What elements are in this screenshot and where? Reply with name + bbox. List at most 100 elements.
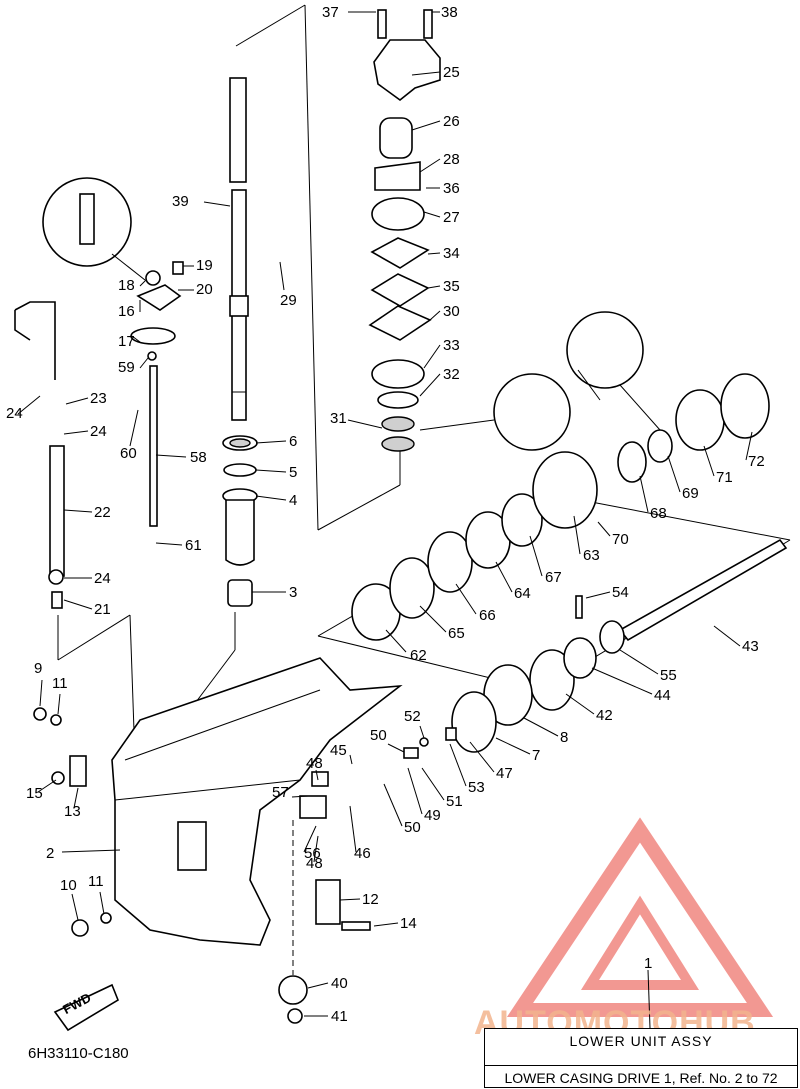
leader-line — [37, 779, 57, 793]
leader-line — [745, 431, 753, 461]
leader-line — [429, 310, 441, 321]
leader-line — [421, 767, 445, 801]
part-number-label: 47 — [496, 765, 513, 782]
part-number-label: 30 — [443, 303, 460, 320]
part-number-label: 11 — [88, 873, 104, 890]
leader-line — [155, 542, 183, 546]
part-number-label: 43 — [742, 638, 759, 655]
part-number-label: 16 — [118, 303, 135, 320]
part-number-label: 24 — [6, 405, 23, 422]
leader-line — [419, 725, 425, 739]
leader-line — [63, 599, 93, 610]
part-number-label: 65 — [448, 625, 465, 642]
leader-line — [131, 335, 141, 343]
part-number-label: 45 — [330, 742, 347, 759]
lower-casing — [111, 657, 403, 946]
part-number-label: 21 — [94, 601, 111, 618]
part-number-label: 27 — [443, 209, 460, 226]
part-number-label: 5 — [289, 464, 297, 481]
part-number-label: 3 — [289, 584, 297, 601]
leader-line — [99, 891, 105, 915]
part-number-label: 46 — [354, 845, 371, 862]
title-ref-number: 1 — [644, 955, 652, 972]
propeller-shaft-assembly — [351, 311, 788, 753]
part-number-label: 2 — [46, 845, 54, 862]
leader-line — [529, 535, 543, 577]
part-number-label: 55 — [660, 667, 677, 684]
left-parts — [14, 177, 184, 609]
leader-line — [455, 583, 477, 615]
part-number-label: 22 — [94, 504, 111, 521]
part-number-label: 31 — [330, 410, 347, 427]
leader-line — [573, 515, 581, 555]
diagram-code: 6H33110-C180 — [28, 1045, 129, 1062]
part-number-label: 51 — [446, 793, 463, 810]
leader-line — [347, 419, 383, 429]
leader-line — [407, 767, 423, 815]
part-number-label: 53 — [468, 779, 485, 796]
part-number-label: 60 — [120, 445, 137, 462]
part-number-label: 19 — [196, 257, 213, 274]
part-number-label: 64 — [514, 585, 531, 602]
leader-line — [383, 783, 403, 827]
part-number-label: 15 — [26, 785, 43, 802]
part-number-label: 72 — [748, 453, 765, 470]
leader-line — [349, 754, 353, 765]
leader-line — [139, 357, 149, 369]
leader-line — [449, 743, 467, 787]
part-number-label: 7 — [532, 747, 540, 764]
part-number-label: 11 — [52, 675, 68, 692]
leader-line — [703, 445, 715, 477]
leader-line — [667, 455, 681, 493]
leader-line — [313, 835, 319, 863]
part-number-label: 42 — [596, 707, 613, 724]
leader-line — [255, 469, 287, 473]
leader-line — [39, 679, 43, 707]
part-number-label: 35 — [443, 278, 460, 295]
leader-line — [307, 982, 329, 989]
leader-line — [419, 158, 441, 173]
part-number-label: 4 — [289, 492, 297, 509]
part-number-label: 66 — [479, 607, 496, 624]
leader-line — [387, 743, 405, 753]
part-number-label: 23 — [90, 390, 107, 407]
leader-line — [73, 787, 79, 809]
fwd-arrow — [53, 983, 119, 1032]
part-number-label: 49 — [424, 807, 441, 824]
part-number-label: 12 — [362, 891, 379, 908]
part-number-label: 40 — [331, 975, 348, 992]
leader-line — [423, 211, 441, 218]
part-number-label: 6 — [289, 433, 297, 450]
part-number-label: 28 — [443, 151, 460, 168]
part-number-label: 38 — [441, 4, 458, 21]
part-number-label: 24 — [94, 570, 111, 587]
part-number-label: 71 — [716, 469, 733, 486]
part-number-label: 52 — [404, 708, 421, 725]
leader-line — [63, 430, 89, 435]
leader-line — [523, 717, 559, 737]
part-number-label: 26 — [443, 113, 460, 130]
part-number-label: 14 — [400, 915, 417, 932]
title-block-subtitle: LOWER CASING DRIVE 1, Ref. No. 2 to 72 — [485, 1065, 797, 1086]
part-number-label: 61 — [185, 537, 202, 554]
leader-line — [373, 922, 399, 927]
leader-line — [713, 625, 741, 647]
part-number-label: 44 — [654, 687, 671, 704]
leader-line — [565, 693, 595, 715]
part-number-label: 20 — [196, 281, 213, 298]
leader-line — [427, 252, 441, 255]
part-number-label: 39 — [172, 193, 189, 210]
part-number-label: 50 — [404, 819, 421, 836]
part-number-label: 68 — [650, 505, 667, 522]
part-number-label: 56 — [304, 845, 321, 862]
part-number-label: 59 — [118, 359, 135, 376]
part-number-label: 48 — [306, 755, 323, 772]
part-number-label: 54 — [612, 584, 629, 601]
part-number-label: 48 — [306, 855, 323, 872]
part-number-label: 8 — [560, 729, 568, 746]
leader-line — [255, 495, 287, 501]
part-number-label: 62 — [410, 647, 427, 664]
water-pump-stack — [368, 9, 441, 452]
